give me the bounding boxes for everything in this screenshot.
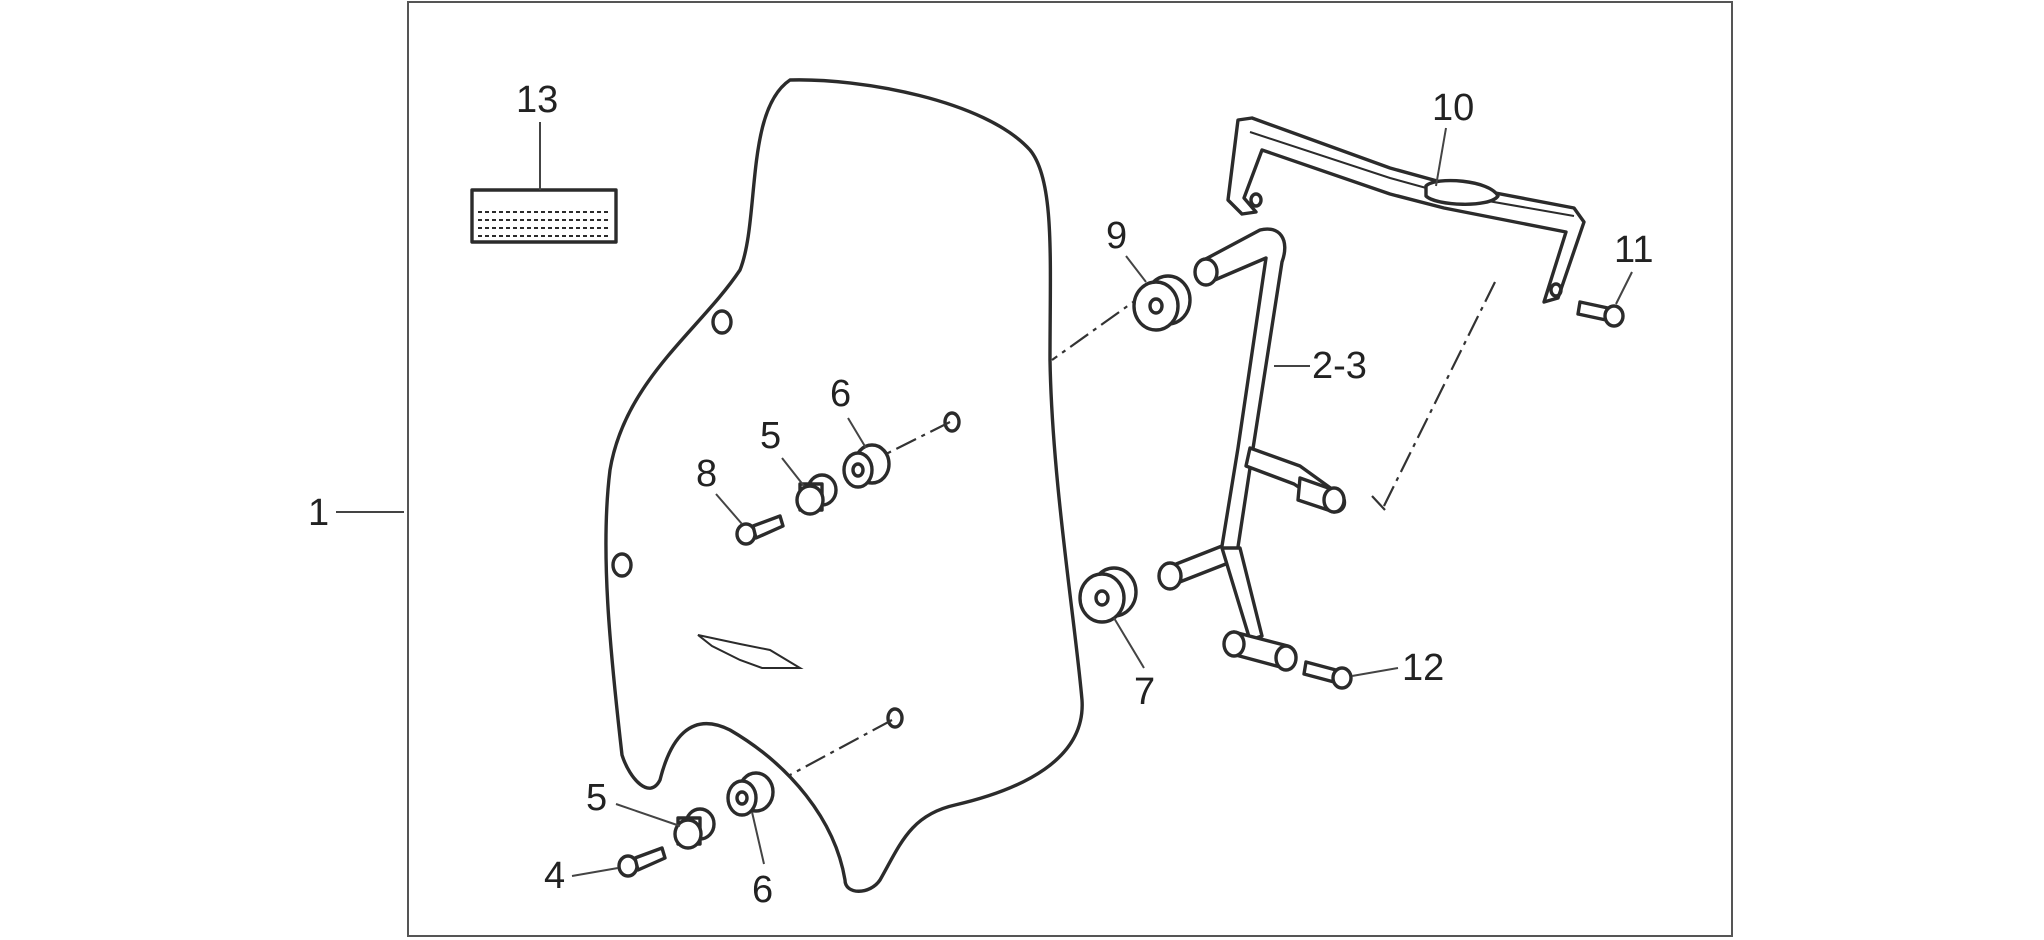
leader-8 [715,493,743,525]
part-6-upper-grommet [842,443,891,489]
part-5-lower-spacer [673,807,716,850]
part-11-screw [1576,300,1625,328]
label-5-lower: 5 [586,777,607,819]
label-6-upper: 6 [830,373,851,415]
leader-7 [1113,617,1145,669]
part-6-lower-grommet [726,771,775,817]
leader-11 [1615,271,1633,305]
label-2-3: 2-3 [1312,345,1367,387]
windscreen [604,78,1084,893]
leader-5-upper [781,457,805,487]
part-10-bracket [1226,116,1586,304]
label-9: 9 [1106,215,1127,257]
label-6-lower: 6 [752,869,773,911]
part-7-washer [1078,566,1138,624]
leader-9 [1125,255,1147,283]
part-4-screw [617,846,667,878]
label-11: 11 [1614,229,1653,271]
label-8: 8 [696,453,717,495]
leader-12 [1351,667,1399,677]
leader-6-upper [847,417,867,449]
part-12-screw [1302,660,1353,690]
label-12: 12 [1402,647,1444,689]
part-5-upper-spacer [795,473,838,516]
part-8-screw [735,514,785,546]
label-13: 13 [516,79,558,121]
label-4: 4 [544,855,565,897]
diagram-frame [407,1,1733,937]
label-1: 1 [308,492,329,534]
leader-5-lower [615,803,681,827]
label-7: 7 [1134,671,1155,713]
leader-6-lower [751,811,765,865]
axis-bracket-mid [1371,495,1386,511]
axis-bracket-right [1381,281,1496,511]
leader-4 [571,867,619,877]
axis-lower-left [789,719,893,776]
label-10: 10 [1432,87,1474,129]
part-13-decal [470,188,618,244]
label-5-upper: 5 [760,415,781,457]
leader-10 [1435,127,1447,187]
part-2-3-support-bar [1157,227,1347,672]
part-9-washer [1132,274,1192,332]
